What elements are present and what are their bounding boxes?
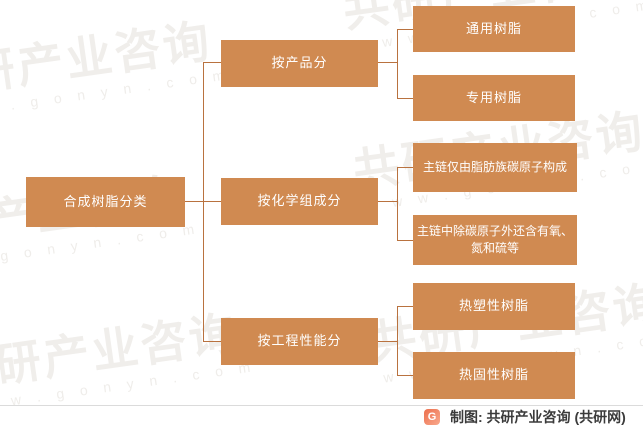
connector-line	[378, 341, 398, 342]
connector-line	[397, 98, 413, 99]
connector-line	[397, 167, 413, 168]
connector-line	[203, 62, 221, 63]
connector-line	[397, 306, 398, 376]
connector-line	[397, 167, 398, 241]
connector-line	[203, 341, 221, 342]
watermark-url: w w w . g o n y n . c o m	[0, 358, 258, 416]
connector-line	[397, 29, 413, 30]
node-by-engineering-performance: 按工程性能分	[221, 318, 378, 365]
connector-line	[397, 306, 413, 307]
leaf-thermoplastic-resin: 热塑性树脂	[413, 283, 575, 330]
footer-credit-bar: G 制图: 共研产业咨询 (共研网)	[424, 408, 626, 426]
node-root: 合成树脂分类	[26, 177, 185, 227]
leaf-aliphatic-carbon-main-chain: 主链仅由脂肪族碳原子构成	[413, 143, 577, 192]
connector-line	[203, 62, 204, 342]
leaf-general-purpose-resin: 通用树脂	[413, 6, 575, 52]
watermark: 共研产业咨询 w w w . g o n y n . c o m	[0, 14, 231, 125]
connector-line	[397, 375, 413, 376]
watermark-url: w w w . g o n y n . c o m	[0, 66, 231, 124]
leaf-thermosetting-resin: 热固性树脂	[413, 352, 575, 399]
watermark-text: 共研产业咨询	[0, 306, 242, 399]
leaf-heteroatom-main-chain: 主链中除碳原子外还含有氧、氮和硫等	[413, 215, 577, 265]
gonyn-logo-icon: G	[424, 409, 440, 425]
connector-line	[397, 240, 413, 241]
connector-line	[378, 201, 398, 202]
watermark-url: w w w . g o n y n . c o m	[0, 220, 202, 278]
node-by-product: 按产品分	[221, 40, 378, 87]
footer-divider	[0, 405, 643, 406]
credit-text: 制图: 共研产业咨询 (共研网)	[450, 409, 626, 425]
leaf-special-purpose-resin: 专用树脂	[413, 75, 575, 121]
watermark: 共研产业咨询 w w w . g o n y n . c o m	[0, 306, 258, 417]
node-by-chemical-composition: 按化学组成分	[221, 178, 378, 225]
watermark-text: 共研产业咨询	[0, 14, 216, 107]
connector-line	[378, 62, 398, 63]
connector-line	[397, 29, 398, 99]
